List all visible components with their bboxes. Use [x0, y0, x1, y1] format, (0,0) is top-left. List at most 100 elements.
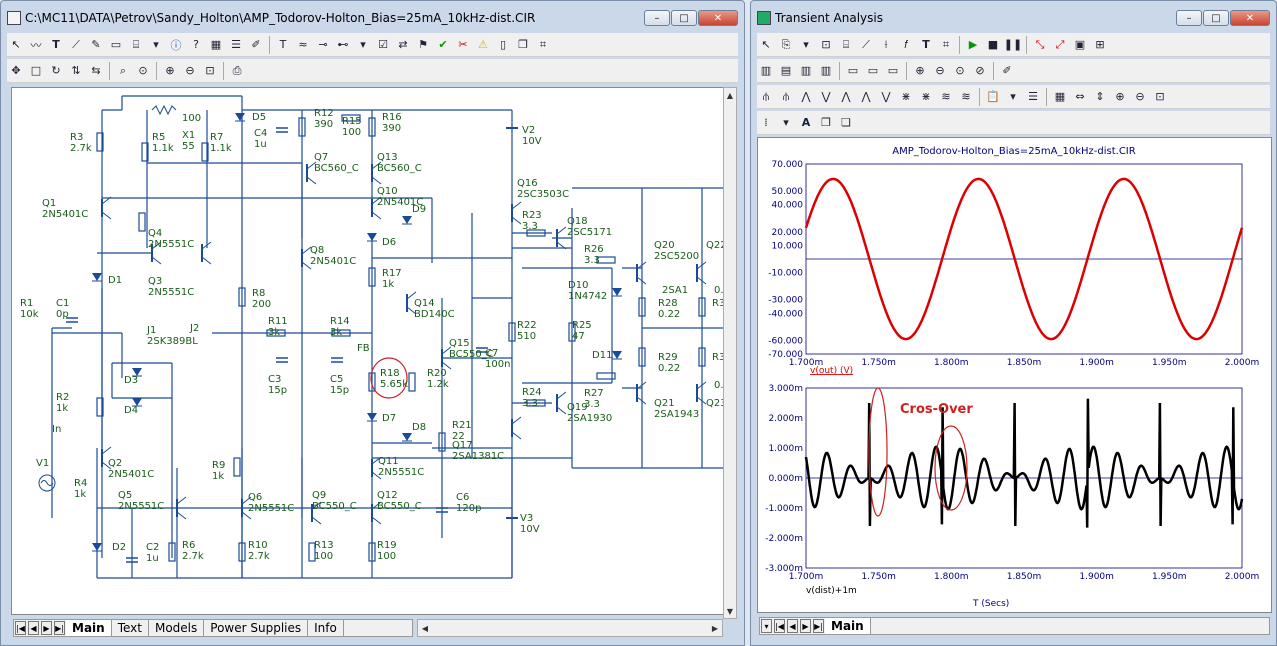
- tab-models[interactable]: Models: [149, 620, 205, 636]
- arrows-icon[interactable]: ⇄: [398, 38, 408, 51]
- wave1-icon[interactable]: ⫛: [762, 89, 770, 103]
- layout4-icon[interactable]: ▥: [820, 64, 832, 77]
- scale-icon[interactable]: ⎘: [781, 37, 791, 51]
- line-icon[interactable]: ⟋: [72, 37, 80, 51]
- clipboard-icon[interactable]: 📋: [986, 90, 1000, 103]
- cursor-icon[interactable]: ⟊: [884, 37, 888, 51]
- wave7-icon[interactable]: ⋁: [881, 90, 891, 103]
- first-icon[interactable]: |◀: [774, 619, 785, 633]
- grid-icon[interactable]: ▦: [210, 38, 222, 51]
- flip-icon[interactable]: ⇅: [71, 64, 81, 77]
- fit-v-icon[interactable]: ⇕: [1095, 90, 1105, 103]
- pen-icon[interactable]: ✎: [91, 38, 101, 51]
- find-icon[interactable]: ⌕: [119, 63, 127, 77]
- zoom-in-icon[interactable]: ⊕: [915, 64, 925, 77]
- stop-icon[interactable]: ■: [987, 38, 999, 51]
- box-icon[interactable]: □: [30, 64, 42, 77]
- dropdown-icon[interactable]: ▾: [783, 116, 789, 129]
- wave5-icon[interactable]: ⋀: [841, 90, 851, 103]
- tab-power-supplies[interactable]: Power Supplies: [204, 620, 309, 636]
- tick-icon[interactable]: ✔: [438, 38, 448, 51]
- zoom-box-icon[interactable]: ⊡: [821, 38, 831, 51]
- properties-icon[interactable]: ⌗: [539, 37, 547, 51]
- wave4-icon[interactable]: ⋁: [821, 90, 831, 103]
- dropdown-icon[interactable]: ▾: [761, 619, 772, 633]
- pause-icon[interactable]: ❚❚: [1003, 38, 1023, 51]
- layout2-icon[interactable]: ▤: [780, 64, 792, 77]
- warning-icon[interactable]: ⚠: [478, 38, 488, 51]
- zoom-out-icon[interactable]: ⊖: [935, 64, 945, 77]
- list-icon[interactable]: ☰: [1028, 90, 1038, 103]
- close-button[interactable]: ✕: [698, 10, 738, 26]
- tab-text[interactable]: Text: [112, 620, 149, 636]
- text-icon[interactable]: T: [52, 38, 60, 51]
- fit-h-icon[interactable]: ⇔: [1075, 90, 1085, 103]
- horizontal-scrollbar[interactable]: ◀ ▶: [417, 619, 723, 637]
- print-icon[interactable]: ⎙: [232, 63, 242, 77]
- scroll-left-icon[interactable]: ◀: [421, 623, 429, 633]
- zoom-out-icon[interactable]: ⊖: [185, 64, 195, 77]
- zoom-fit-icon[interactable]: ⊡: [205, 64, 215, 77]
- vertical-scrollbar[interactable]: ▲ ▼: [723, 87, 737, 619]
- dropdown-icon[interactable]: ▾: [803, 38, 809, 51]
- wave8-icon[interactable]: ⋇: [901, 90, 911, 103]
- fx-icon[interactable]: 𝑓: [904, 37, 908, 51]
- zoom-all-icon[interactable]: ⊡: [1155, 90, 1165, 103]
- tab-main[interactable]: Main: [66, 620, 112, 636]
- layout6-icon[interactable]: ▭: [867, 64, 879, 77]
- wave2-icon[interactable]: ⫛: [782, 89, 790, 103]
- mirror-icon[interactable]: ⇆: [91, 64, 101, 77]
- help-icon[interactable]: ?: [193, 38, 199, 51]
- binoculars-icon[interactable]: ⊙: [138, 64, 148, 77]
- plot-canvas[interactable]: AMP_Todorov-Holton_Bias=25mA_10kHz-dist.…: [757, 137, 1272, 613]
- move-icon[interactable]: ✥: [11, 64, 21, 77]
- zoom-in-icon[interactable]: ⊕: [165, 64, 175, 77]
- edit-icon[interactable]: ✐: [1002, 64, 1012, 77]
- bus-icon[interactable]: ▭: [110, 38, 122, 51]
- prev-icon[interactable]: ◀: [28, 621, 39, 635]
- first-icon[interactable]: |◀: [15, 621, 26, 635]
- zoom-b-icon[interactable]: ⊘: [975, 64, 985, 77]
- layout7-icon[interactable]: ▭: [887, 64, 899, 77]
- tab-info[interactable]: Info: [308, 620, 344, 636]
- reset-icon[interactable]: ⤢: [1055, 37, 1065, 51]
- plot-icon[interactable]: ⌸: [842, 37, 850, 51]
- wave3-icon[interactable]: ⋀: [801, 90, 811, 103]
- page-icon[interactable]: ▯: [499, 38, 507, 51]
- grid-dots-icon[interactable]: ⁞: [764, 116, 768, 129]
- copy-icon[interactable]: ❐: [821, 116, 831, 129]
- step-icon[interactable]: ⤡: [1035, 37, 1045, 51]
- dropdown-icon[interactable]: ▾: [153, 38, 159, 51]
- zoom-a-icon[interactable]: ⊙: [955, 64, 965, 77]
- calendar-icon[interactable]: ▦: [1054, 90, 1066, 103]
- slope-icon[interactable]: ⟋: [862, 37, 870, 51]
- wave6-icon[interactable]: ⋀: [861, 90, 871, 103]
- paste-icon[interactable]: ❏: [841, 116, 851, 129]
- pin-icon[interactable]: ⊸: [318, 38, 328, 51]
- font-icon[interactable]: A: [801, 116, 811, 129]
- wave11-icon[interactable]: ≋: [961, 90, 971, 103]
- run-icon[interactable]: ▶: [968, 38, 978, 51]
- maximize-button[interactable]: □: [671, 10, 697, 26]
- minimize-button[interactable]: –: [644, 10, 670, 26]
- text-icon[interactable]: T: [922, 38, 930, 51]
- edit-icon[interactable]: ✐: [251, 38, 261, 51]
- close-button[interactable]: ✕: [1230, 10, 1270, 26]
- wave9-icon[interactable]: ⋇: [921, 90, 931, 103]
- grid-icon[interactable]: ⊞: [1095, 38, 1105, 51]
- flag-icon[interactable]: ⚑: [418, 38, 428, 51]
- maximize-button[interactable]: □: [1203, 10, 1229, 26]
- probe-icon[interactable]: ⊷: [337, 38, 349, 51]
- dropdown2-icon[interactable]: ▾: [360, 38, 366, 51]
- minimize-button[interactable]: –: [1176, 10, 1202, 26]
- last-icon[interactable]: ▶|: [54, 621, 65, 635]
- next-icon[interactable]: ▶: [800, 619, 811, 633]
- zoom-in2-icon[interactable]: ⊕: [1115, 90, 1125, 103]
- frame-icon[interactable]: ▣: [1074, 38, 1086, 51]
- check-icon[interactable]: ☑: [378, 38, 388, 51]
- rotate-icon[interactable]: ↻: [51, 64, 61, 77]
- prev-icon[interactable]: ◀: [787, 619, 798, 633]
- node-icon[interactable]: ≈: [298, 38, 308, 51]
- layout1-icon[interactable]: ▥: [760, 64, 772, 77]
- last-icon[interactable]: ▶|: [813, 619, 824, 633]
